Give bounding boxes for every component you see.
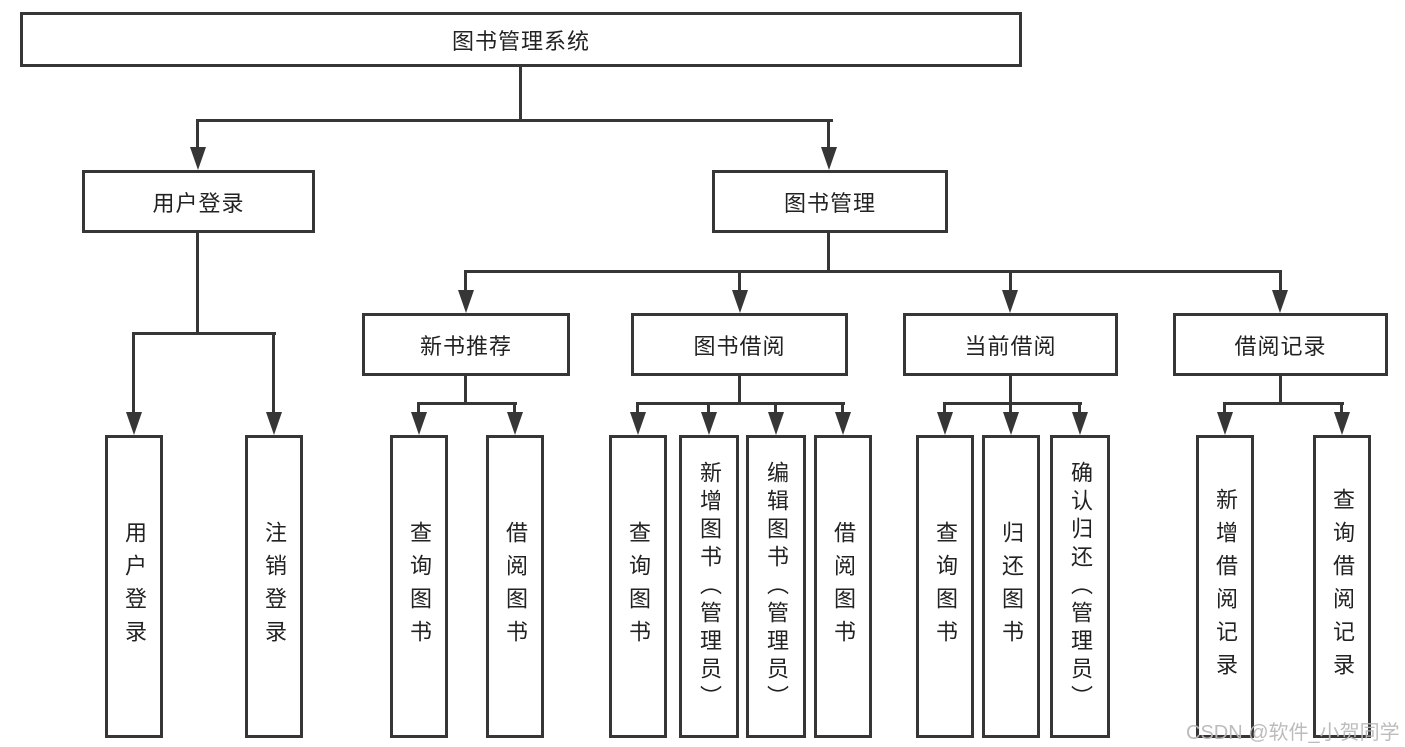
leaf-label: 确认归还（管理员） xyxy=(1068,460,1093,713)
connector-segment xyxy=(132,332,276,335)
node-label: 当前借阅 xyxy=(964,333,1057,359)
connector-segment xyxy=(707,402,710,415)
connector-segment xyxy=(943,402,1082,405)
leaf-label: 查询图书 xyxy=(626,520,651,653)
node-library-system: 图书管理系统 xyxy=(20,12,1022,67)
leaf-add-books-admin: 新增图书（管理员） xyxy=(679,435,739,738)
leaf-label: 新增图书（管理员） xyxy=(697,460,722,713)
node-label: 借阅记录 xyxy=(1234,333,1327,359)
arrow-down-icon xyxy=(1003,412,1019,435)
arrow-down-icon xyxy=(768,412,784,435)
connector-segment xyxy=(196,233,199,335)
csdn-watermark: CSDN @软件_小贺同学 xyxy=(1186,722,1400,744)
connector-segment xyxy=(636,402,639,415)
leaf-label: 用户登录 xyxy=(122,520,147,653)
node-label: 用户登录 xyxy=(152,190,245,216)
node-label: 图书管理系统 xyxy=(451,28,590,54)
arrow-down-icon xyxy=(732,290,748,313)
arrow-down-icon xyxy=(507,412,523,435)
leaf-add-borrow-record: 新增借阅记录 xyxy=(1196,435,1254,738)
connector-segment xyxy=(774,402,777,415)
node-label: 新书推荐 xyxy=(419,333,512,359)
connector-segment xyxy=(464,376,467,405)
node-borrow-records: 借阅记录 xyxy=(1173,313,1388,376)
connector-segment xyxy=(417,402,420,415)
arrow-down-icon xyxy=(126,412,142,435)
node-user-login: 用户登录 xyxy=(82,170,315,233)
leaf-query-borrow-record: 查询借阅记录 xyxy=(1313,435,1371,738)
connector-segment xyxy=(196,119,833,122)
node-label: 图书借阅 xyxy=(693,333,786,359)
connector-segment xyxy=(465,270,1282,273)
connector-segment xyxy=(1223,402,1344,405)
arrow-down-icon xyxy=(266,412,282,435)
connector-segment xyxy=(1279,270,1282,292)
connector-segment xyxy=(738,270,741,292)
connector-segment xyxy=(1009,376,1012,405)
connector-segment xyxy=(827,119,830,149)
leaf-query-books-borrow: 查询图书 xyxy=(609,435,667,738)
arrow-down-icon xyxy=(1272,290,1288,313)
leaf-label: 编辑图书（管理员） xyxy=(764,460,789,713)
arrow-down-icon xyxy=(458,290,474,313)
node-current-borrow: 当前借阅 xyxy=(903,313,1118,376)
leaf-label: 归还图书 xyxy=(999,520,1024,653)
arrow-down-icon xyxy=(1072,412,1088,435)
leaf-label: 借阅图书 xyxy=(831,520,856,653)
arrow-down-icon xyxy=(411,412,427,435)
leaf-logout: 注销登录 xyxy=(245,435,303,738)
connector-segment xyxy=(943,402,946,415)
leaf-query-books-recommend: 查询图书 xyxy=(390,435,448,738)
arrow-down-icon xyxy=(1334,412,1350,435)
leaf-label: 借阅图书 xyxy=(503,520,528,653)
leaf-label: 查询借阅记录 xyxy=(1330,487,1355,686)
connector-segment xyxy=(418,402,517,405)
arrow-down-icon xyxy=(190,147,206,170)
connector-segment xyxy=(1279,376,1282,405)
leaf-borrow-books-recommend: 借阅图书 xyxy=(486,435,544,738)
leaf-label: 查询图书 xyxy=(407,520,432,653)
connector-segment xyxy=(272,332,275,414)
connector-segment xyxy=(513,402,516,415)
connector-segment xyxy=(1078,402,1081,415)
connector-segment xyxy=(464,270,467,292)
connector-segment xyxy=(1223,402,1226,415)
connector-segment xyxy=(1340,402,1343,415)
leaf-borrow-books: 借阅图书 xyxy=(814,435,872,738)
node-new-book-recommend: 新书推荐 xyxy=(362,313,570,376)
node-book-borrow: 图书借阅 xyxy=(631,313,848,376)
arrow-down-icon xyxy=(937,412,953,435)
connector-segment xyxy=(132,332,135,414)
arrow-down-icon xyxy=(835,412,851,435)
leaf-return-books: 归还图书 xyxy=(982,435,1040,738)
connector-segment xyxy=(841,402,844,415)
arrow-down-icon xyxy=(701,412,717,435)
connector-segment xyxy=(519,67,522,121)
leaf-confirm-return-admin: 确认归还（管理员） xyxy=(1050,435,1110,738)
arrow-down-icon xyxy=(1002,290,1018,313)
arrow-down-icon xyxy=(1217,412,1233,435)
connector-segment xyxy=(196,119,199,149)
arrow-down-icon xyxy=(821,147,837,170)
connector-segment xyxy=(827,233,830,273)
connector-segment xyxy=(636,402,845,405)
arrow-down-icon xyxy=(630,412,646,435)
node-book-management: 图书管理 xyxy=(712,170,948,233)
connector-segment xyxy=(738,376,741,405)
leaf-label: 查询图书 xyxy=(933,520,958,653)
connector-segment xyxy=(1009,270,1012,292)
leaf-label: 注销登录 xyxy=(262,520,287,653)
leaf-query-books-current: 查询图书 xyxy=(916,435,974,738)
node-label: 图书管理 xyxy=(783,190,876,216)
leaf-user-login: 用户登录 xyxy=(105,435,163,738)
connector-segment xyxy=(1009,402,1012,415)
leaf-label: 新增借阅记录 xyxy=(1213,487,1238,686)
leaf-edit-books-admin: 编辑图书（管理员） xyxy=(746,435,806,738)
